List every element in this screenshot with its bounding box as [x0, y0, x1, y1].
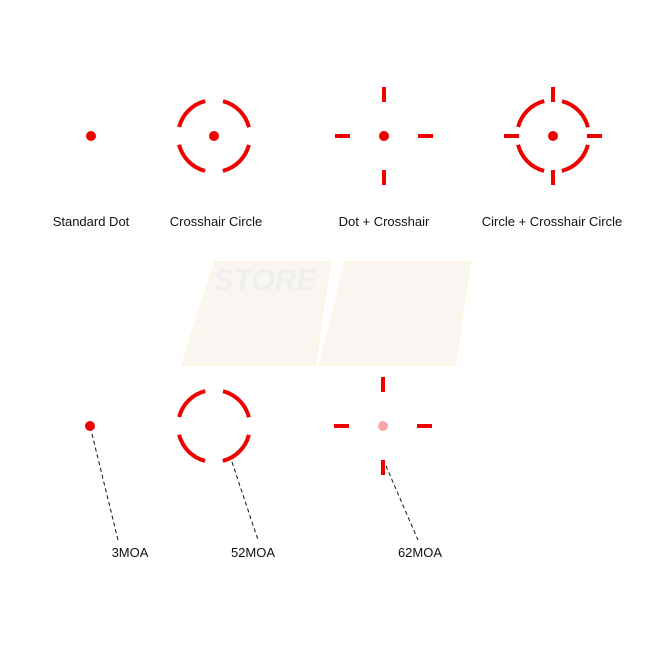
dot-crosshair-reticle [335, 87, 433, 185]
center-dot [379, 131, 389, 141]
leader-line-3moa [91, 433, 119, 541]
crosshair-circle-reticle [176, 98, 252, 174]
center-dot [548, 131, 558, 141]
label-crosshair-circle: Crosshair Circle [170, 214, 262, 229]
center-dot [209, 131, 219, 141]
store-watermark-logo: STORE [180, 261, 472, 366]
label-dot-crosshair: Dot + Crosshair [339, 214, 430, 229]
label-52moa: 52MOA [231, 545, 275, 560]
3moa-dot-reticle [85, 421, 95, 431]
svg-text:STORE: STORE [214, 264, 318, 297]
segmented-circle [176, 388, 252, 464]
center-dot [86, 131, 96, 141]
dim-center-dot [378, 421, 388, 431]
label-3moa: 3MOA [112, 545, 149, 560]
label-circle-crosshair-circle: Circle + Crosshair Circle [482, 214, 623, 229]
center-dot [85, 421, 95, 431]
label-62moa: 62MOA [398, 545, 442, 560]
circle-crosshair-reticle [504, 87, 602, 185]
62moa-crosshair-reticle [334, 377, 432, 475]
standard-dot-reticle [86, 131, 96, 141]
52moa-circle-reticle [176, 388, 252, 464]
leader-line-62moa [385, 465, 419, 541]
leader-line-52moa [231, 461, 259, 541]
label-standard-dot: Standard Dot [53, 214, 130, 229]
